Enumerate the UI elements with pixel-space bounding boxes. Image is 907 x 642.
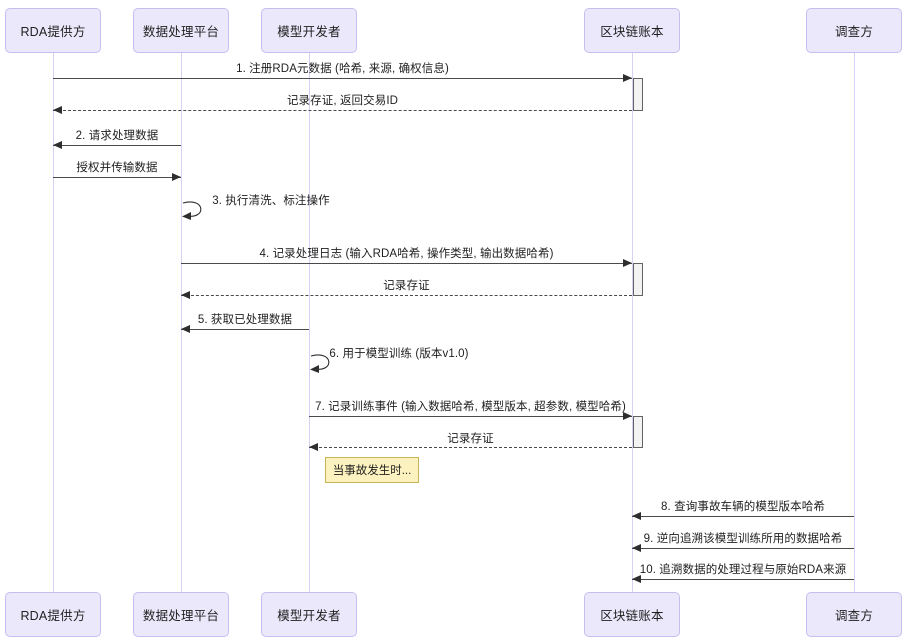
actor-top-platform[interactable]: 数据处理平台 [133, 8, 229, 53]
lifeline-investigator [854, 53, 855, 592]
actor-bottom-developer[interactable]: 模型开发者 [261, 592, 357, 637]
message-label-4: 3. 执行清洗、标注操作 [212, 195, 330, 207]
lifeline-platform [181, 53, 182, 592]
actor-label: 调查方 [834, 609, 874, 623]
activation-bar-ledger-0 [633, 78, 643, 111]
actor-label: 模型开发者 [277, 25, 341, 39]
lifeline-ledger [632, 53, 633, 592]
message-line-10 [309, 447, 632, 448]
message-line-6 [181, 295, 632, 296]
message-label-13: 10. 追溯数据的处理过程与原始RDA来源 [639, 564, 847, 576]
message-line-2 [53, 145, 181, 146]
message-line-0 [53, 78, 632, 79]
message-label-2: 2. 请求处理数据 [75, 130, 159, 142]
message-label-5: 4. 记录处理日志 (输入RDA哈希, 操作类型, 输出数据哈希) [259, 248, 554, 260]
message-arrowhead-6 [181, 291, 190, 299]
message-label-3: 授权并传输数据 [76, 162, 158, 174]
message-label-1: 记录存证, 返回交易ID [286, 95, 399, 107]
lifeline-rda [53, 53, 54, 592]
actor-bottom-ledger[interactable]: 区块链账本 [584, 592, 680, 637]
message-line-7 [181, 329, 309, 330]
actor-label: 调查方 [834, 25, 874, 39]
message-line-3 [53, 177, 181, 178]
activation-bar-ledger-2 [633, 416, 643, 448]
message-arrowhead-9 [623, 412, 632, 420]
message-line-11 [632, 516, 854, 517]
actor-top-developer[interactable]: 模型开发者 [261, 8, 357, 53]
message-label-0: 1. 注册RDA元数据 (哈希, 来源, 确权信息) [236, 63, 449, 75]
message-label-11: 8. 查询事故车辆的模型版本哈希 [661, 501, 825, 513]
actor-label: 区块链账本 [600, 609, 664, 623]
actor-label: 模型开发者 [277, 609, 341, 623]
message-arrowhead-10 [309, 443, 318, 451]
actor-label: RDA提供方 [20, 609, 86, 623]
note-box-0: 当事故发生时... [325, 457, 419, 483]
actor-bottom-platform[interactable]: 数据处理平台 [133, 592, 229, 637]
message-label-6: 记录存证 [383, 280, 430, 292]
message-arrowhead-5 [623, 259, 632, 267]
actor-label: RDA提供方 [20, 25, 86, 39]
message-line-5 [181, 263, 632, 264]
activation-bar-ledger-1 [633, 263, 643, 296]
actor-top-investigator[interactable]: 调查方 [806, 8, 902, 53]
message-line-9 [309, 416, 632, 417]
message-arrowhead-7 [181, 325, 190, 333]
actor-bottom-rda[interactable]: RDA提供方 [5, 592, 101, 637]
self-message-arrow-4 [181, 199, 211, 221]
self-message-arrow-8 [309, 352, 339, 374]
message-line-13 [632, 579, 854, 580]
actor-bottom-investigator[interactable]: 调查方 [806, 592, 902, 637]
message-line-12 [632, 548, 854, 549]
note-label: 当事故发生时... [332, 465, 412, 477]
message-arrowhead-13 [632, 575, 641, 583]
message-label-10: 记录存证 [447, 433, 494, 445]
message-label-12: 9. 逆向追溯该模型训练所用的数据哈希 [643, 533, 843, 545]
message-arrowhead-2 [53, 141, 62, 149]
actor-top-ledger[interactable]: 区块链账本 [584, 8, 680, 53]
message-arrowhead-11 [632, 512, 641, 520]
message-label-9: 7. 记录训练事件 (输入数据哈希, 模型版本, 超参数, 模型哈希) [315, 401, 626, 413]
actor-top-rda[interactable]: RDA提供方 [5, 8, 101, 53]
message-arrowhead-12 [632, 544, 641, 552]
actor-label: 数据处理平台 [142, 609, 220, 623]
actor-label: 数据处理平台 [142, 25, 220, 39]
message-arrowhead-3 [172, 173, 181, 181]
actor-label: 区块链账本 [600, 25, 664, 39]
message-arrowhead-1 [53, 106, 62, 114]
message-label-8: 6. 用于模型训练 (版本v1.0) [329, 348, 469, 360]
message-arrowhead-0 [623, 74, 632, 82]
lifeline-developer [309, 53, 310, 592]
message-label-7: 5. 获取已处理数据 [197, 314, 293, 326]
message-line-1 [53, 110, 632, 111]
